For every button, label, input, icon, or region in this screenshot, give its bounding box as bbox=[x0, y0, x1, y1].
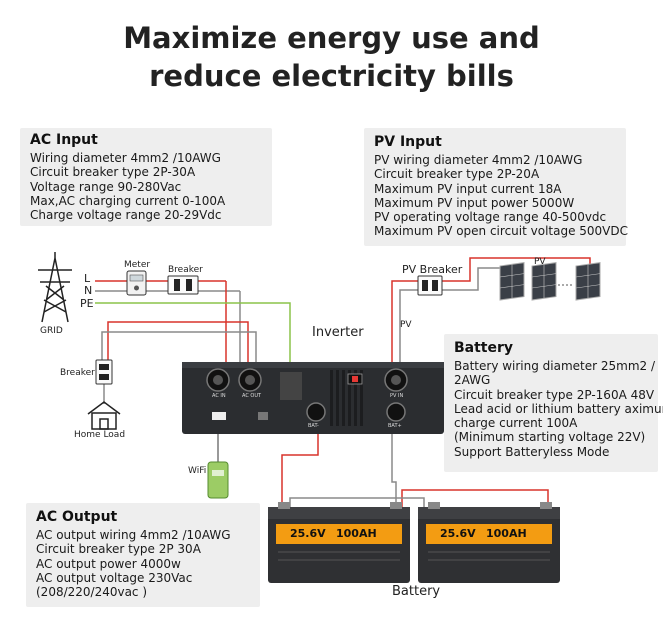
ac-out-port-label: AC OUT bbox=[242, 393, 262, 399]
pv-input-line: PV operating voltage range 40-500vdc bbox=[374, 210, 607, 225]
ac-out-port bbox=[238, 368, 262, 392]
pv-in-port-label: PV IN bbox=[390, 393, 404, 399]
home-load-label: Home Load bbox=[74, 430, 126, 440]
battery-voltage-label: 25.6V bbox=[440, 527, 476, 540]
battery-label: Battery bbox=[392, 584, 441, 599]
inverter-label: Inverter bbox=[312, 325, 364, 340]
ac-input-heading: AC Input bbox=[30, 132, 98, 148]
ac-input-line: Max,AC charging current 0-100A bbox=[30, 193, 226, 208]
meter-label: Meter bbox=[124, 260, 151, 270]
breaker-left-label: Breaker bbox=[60, 368, 95, 378]
line-pe-label: PE bbox=[80, 297, 94, 310]
pv-panel-icon bbox=[531, 262, 557, 301]
battery-capacity-label: 100AH bbox=[336, 527, 377, 540]
page-title-line-2: reduce electricity bills bbox=[149, 59, 514, 93]
bat-pos-port-label: BAT+ bbox=[388, 423, 402, 429]
battery-unit-icon bbox=[268, 502, 410, 583]
pv-input-panel: PV Input PV wiring diameter 4mm2 /10AWG … bbox=[364, 128, 629, 246]
grid-label: GRID bbox=[40, 326, 63, 336]
battery-wires bbox=[281, 420, 549, 508]
pv-input-line: Maximum PV input current 18A bbox=[374, 181, 562, 196]
pv-input-line: Maximum PV open circuit voltage 500VDC bbox=[374, 224, 629, 239]
ac-input-line: Circuit breaker type 2P-30A bbox=[30, 165, 196, 180]
ac-output-panel: AC Output AC output wiring 4mm2 /10AWG C… bbox=[26, 503, 260, 607]
breaker-left-icon bbox=[95, 359, 113, 385]
usb-port-icon bbox=[212, 412, 226, 420]
pv-input-heading: PV Input bbox=[374, 134, 442, 150]
wifi-dongle-icon bbox=[207, 461, 229, 499]
breaker-top-icon bbox=[167, 275, 199, 295]
bat-neg-port bbox=[306, 402, 326, 422]
pv-in-port bbox=[384, 368, 408, 392]
pv-input-line: Circuit breaker type 2P-20A bbox=[374, 167, 540, 182]
power-switch-icon bbox=[347, 373, 363, 385]
ac-input-panel: AC Input Wiring diameter 4mm2 /10AWG Cir… bbox=[20, 128, 272, 226]
pv-wire-label: PV bbox=[400, 320, 412, 330]
ac-output-line: AC output wiring 4mm2 /10AWG bbox=[36, 528, 231, 542]
battery-heading: Battery bbox=[454, 340, 514, 356]
pv-array-label: PV bbox=[534, 257, 546, 267]
battery-line: (Minimum starting voltage 22V) bbox=[454, 430, 646, 445]
battery-unit-icon bbox=[418, 502, 560, 583]
ac-input-line: Wiring diameter 4mm2 /10AWG bbox=[30, 151, 221, 165]
home-load-icon bbox=[87, 401, 121, 430]
pv-panel-icon bbox=[575, 262, 601, 301]
battery-panel: Battery Battery wiring diameter 25mm2 / … bbox=[444, 334, 663, 472]
battery-line: Support Batteryless Mode bbox=[454, 444, 610, 459]
ac-output-line: AC output voltage 230Vac bbox=[36, 570, 193, 585]
pv-breaker-icon bbox=[417, 275, 443, 296]
pv-input-line: PV wiring diameter 4mm2 /10AWG bbox=[374, 153, 583, 167]
ac-in-port-label: AC IN bbox=[212, 393, 226, 399]
battery-line: 2AWG bbox=[454, 373, 491, 388]
page-title-line-1: Maximize energy use and bbox=[123, 21, 540, 55]
battery-voltage-label: 25.6V bbox=[290, 527, 326, 540]
ac-output-wires bbox=[101, 321, 257, 404]
pv-breaker-label: PV Breaker bbox=[402, 263, 463, 276]
ac-output-heading: AC Output bbox=[36, 509, 118, 525]
line-n-label: N bbox=[84, 284, 93, 297]
battery-line: Lead acid or lithium battery aximum bbox=[454, 401, 663, 416]
ac-in-port bbox=[206, 368, 230, 392]
battery-line: Battery wiring diameter 25mm2 / bbox=[454, 359, 656, 373]
bat-pos-port bbox=[386, 402, 406, 422]
line-l-label: L bbox=[84, 272, 91, 285]
ac-output-line: AC output power 4000w bbox=[36, 556, 181, 571]
pv-wires bbox=[391, 257, 591, 362]
meter-icon bbox=[126, 270, 147, 296]
ac-output-line: Circuit breaker type 2P 30A bbox=[36, 542, 201, 557]
grid-tower-icon bbox=[38, 252, 72, 323]
battery-line: charge current 100A bbox=[454, 416, 578, 431]
battery-capacity-label: 100AH bbox=[486, 527, 527, 540]
breaker-top-label: Breaker bbox=[168, 265, 203, 275]
rs485-port-icon bbox=[258, 412, 268, 420]
wifi-label: WiFi bbox=[188, 466, 207, 476]
ac-output-line: (208/220/240vac ) bbox=[36, 585, 148, 600]
bat-neg-port-label: BAT- bbox=[308, 423, 319, 429]
pv-panel-icon bbox=[499, 262, 525, 301]
ac-input-line: Voltage range 90-280Vac bbox=[30, 179, 182, 194]
battery-line: Circuit breaker type 2P-160A 48V bbox=[454, 387, 655, 402]
ac-input-line: Charge voltage range 20-29Vdc bbox=[30, 208, 222, 223]
pv-input-line: Maximum PV input power 5000W bbox=[374, 195, 575, 210]
